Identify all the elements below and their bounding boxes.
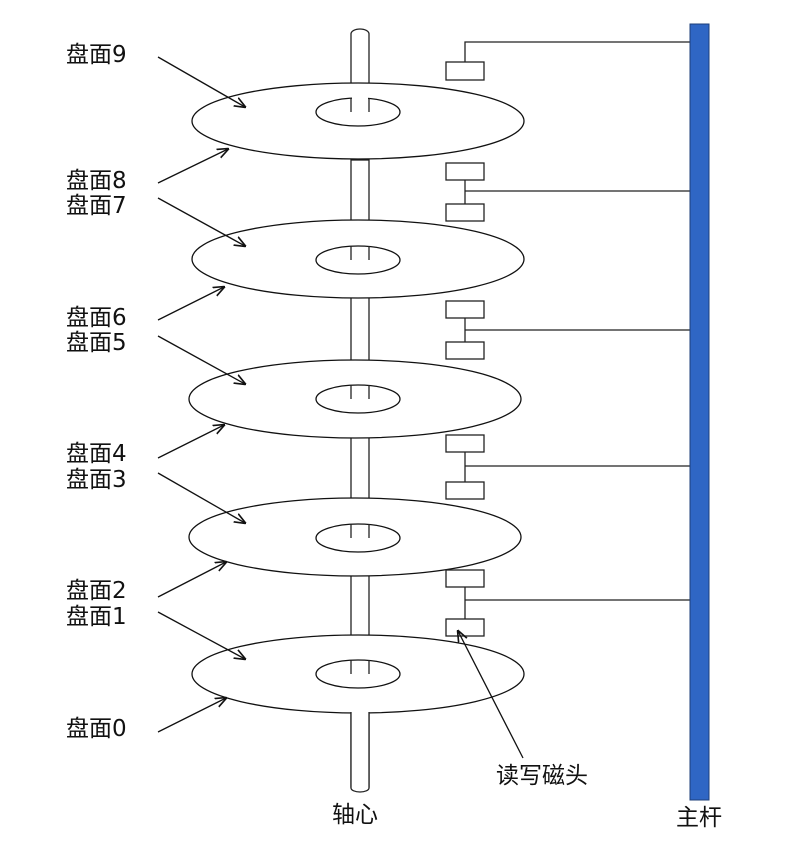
platter-2	[191, 219, 525, 299]
surface-label-9: 盘面9	[66, 42, 127, 68]
surface-label-8: 盘面8	[66, 168, 127, 194]
spindle-label: 轴心	[332, 802, 378, 828]
platter-4	[188, 497, 522, 577]
read-write-head	[445, 434, 485, 453]
platter-3	[188, 359, 522, 439]
surface-label-0: 盘面0	[66, 716, 127, 742]
surface-arrows	[157, 56, 524, 759]
spindle-base	[350, 712, 370, 793]
read-write-head	[445, 61, 485, 81]
surface-label-4: 盘面4	[66, 441, 127, 467]
surface-label-7: 盘面7	[66, 193, 127, 219]
read-write-head	[445, 300, 485, 319]
read-write-head	[445, 341, 485, 360]
read-write-head	[445, 481, 485, 500]
head-arrow	[458, 631, 524, 759]
read-write-head	[445, 618, 485, 637]
surface-label-2: 盘面2	[66, 578, 127, 604]
platter-top	[191, 82, 525, 160]
read-write-head	[445, 569, 485, 588]
platter-bottom	[191, 634, 525, 714]
surface-label-5: 盘面5	[66, 330, 127, 356]
read-write-head	[445, 203, 485, 222]
surface-label-1: 盘面1	[66, 604, 127, 630]
surface-label-6: 盘面6	[66, 305, 127, 331]
read-write-head	[445, 162, 485, 181]
arm-label: 主杆	[676, 805, 722, 831]
head-assembly	[445, 41, 690, 637]
surface-labels: 盘面9 盘面8 盘面7 盘面6 盘面5 盘面4 盘面3 盘面2 盘面1 盘面0	[66, 42, 127, 742]
main-arm-bar	[689, 23, 710, 801]
surface-label-3: 盘面3	[66, 467, 127, 493]
head-label: 读写磁头	[496, 763, 588, 789]
